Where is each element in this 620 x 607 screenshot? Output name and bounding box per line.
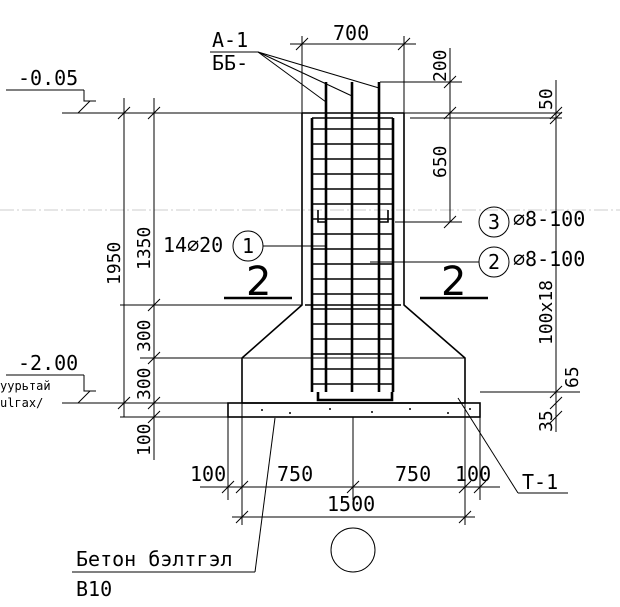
level-mark-bottom: -2.00 уурьтай ulгах/ bbox=[0, 351, 96, 410]
dim-bottom-chains: 100 750 750 100 1500 bbox=[190, 403, 500, 525]
callout-3-number: 3 bbox=[488, 210, 500, 234]
dim-1350: 1350 bbox=[134, 227, 155, 270]
dim-65: 65 bbox=[562, 366, 583, 388]
callout-3: 3 ⌀8-100 bbox=[478, 206, 585, 238]
section-bubble bbox=[330, 527, 376, 573]
concrete-note-line2: B10 bbox=[76, 577, 112, 601]
section-mark-right: 2 bbox=[420, 259, 488, 305]
dim-bottom-750-left: 750 bbox=[277, 462, 313, 486]
dim-bottom-1500: 1500 bbox=[327, 492, 375, 516]
level-note-line2: ulгах/ bbox=[0, 396, 43, 410]
dim-right-top: 200 650 50 bbox=[380, 48, 562, 229]
dim-top-width: 700 bbox=[290, 21, 416, 113]
dim-right-chain: 100x18 65 35 bbox=[480, 80, 583, 432]
dim-bottom-100-right: 100 bbox=[455, 462, 491, 486]
footing-mark: Т-1 bbox=[457, 397, 568, 494]
level-mark-top: -0.05 bbox=[6, 66, 96, 114]
level-top-text: -0.05 bbox=[18, 66, 78, 90]
callout-2-number: 2 bbox=[488, 250, 500, 274]
rebar-cage bbox=[305, 82, 401, 402]
section-mark-left: 2 bbox=[224, 259, 292, 305]
dim-100-left: 100 bbox=[134, 423, 155, 456]
callout-3-text: ⌀8-100 bbox=[513, 207, 585, 231]
footing-mark-label: Т-1 bbox=[522, 470, 558, 494]
mark-top-label: А-1 bbox=[212, 28, 248, 52]
dim-bottom-100-left: 100 bbox=[190, 462, 226, 486]
concrete-note-line1: Бетон бэлтгэл bbox=[76, 547, 233, 571]
dim-left-chains: 1950 1350 300 300 100 bbox=[62, 98, 302, 460]
level-note-line1: уурьтай bbox=[0, 379, 51, 393]
stirrups bbox=[312, 128, 393, 385]
dim-300-lower: 300 bbox=[134, 367, 155, 400]
callout-2-text: ⌀8-100 bbox=[513, 247, 585, 271]
callout-1-text: 14⌀20 bbox=[163, 233, 223, 257]
concrete-bedding bbox=[227, 402, 481, 418]
dim-650: 650 bbox=[430, 145, 451, 178]
dim-1950: 1950 bbox=[104, 242, 125, 285]
dim-700: 700 bbox=[333, 21, 369, 45]
dim-35: 35 bbox=[536, 410, 557, 432]
dim-200: 200 bbox=[430, 49, 451, 82]
dim-50: 50 bbox=[536, 88, 557, 110]
dim-bottom-750-right: 750 bbox=[395, 462, 431, 486]
dim-300-upper: 300 bbox=[134, 319, 155, 352]
mark-a1: А-1 ББ- bbox=[210, 28, 380, 103]
dim-100x18: 100x18 bbox=[536, 280, 557, 345]
callout-1: 14⌀20 1 bbox=[163, 230, 326, 262]
level-bottom-text: -2.00 bbox=[18, 351, 78, 375]
concrete-note: Бетон бэлтгэл B10 bbox=[72, 417, 276, 601]
mark-bottom-label: ББ- bbox=[212, 51, 248, 75]
callout-2: 2 ⌀8-100 bbox=[370, 246, 585, 278]
callout-1-number: 1 bbox=[242, 234, 254, 258]
